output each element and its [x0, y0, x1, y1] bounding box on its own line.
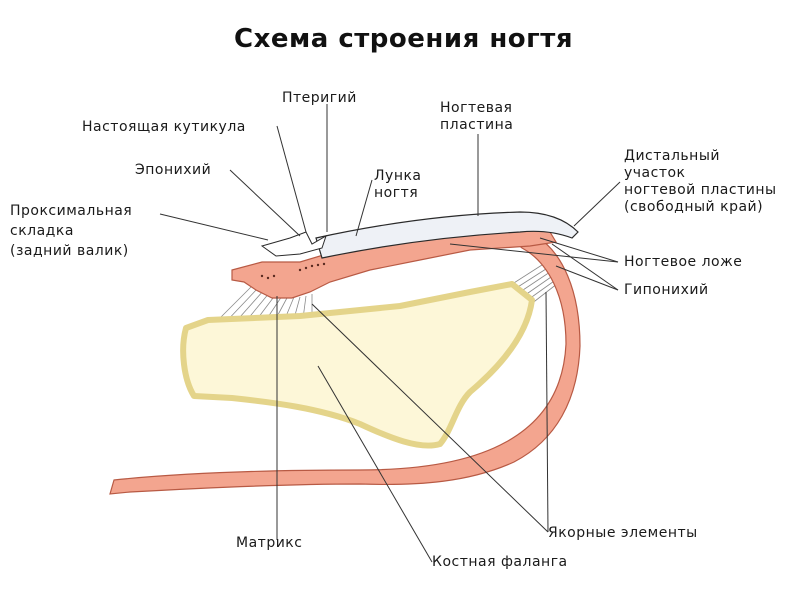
- diagram-title: Схема строения ногтя: [233, 24, 574, 54]
- leader-true-cuticle: [276, 125, 307, 233]
- label-proximal-2: складка: [10, 223, 74, 239]
- label-distal-2: участок: [624, 165, 686, 181]
- skin-outline-shape: [109, 235, 581, 495]
- label-nail-plate-2: пластина: [440, 117, 513, 133]
- label-distal-4: (свободный край): [624, 199, 763, 215]
- leader-distal: [573, 181, 621, 227]
- leader-hyponychium-1: [555, 265, 619, 291]
- label-nail-bed: Ногтевое ложе: [624, 254, 742, 270]
- matrix-dots: [260, 262, 326, 280]
- label-matrix: Матрикс: [236, 535, 302, 551]
- label-proximal-3: (задний валик): [10, 243, 129, 259]
- leader-hyponychium-2: [551, 243, 619, 291]
- label-pterygium: Птеригий: [282, 90, 357, 106]
- labels: Птеригий Ногтевая пластина Настоящая кут…: [10, 90, 777, 570]
- label-true-cuticle: Настоящая кутикула: [82, 119, 246, 135]
- nail-plate-shape: [315, 211, 579, 259]
- leader-bone-phalanx: [317, 365, 433, 563]
- label-lunula-2: ногтя: [374, 185, 418, 201]
- bone-phalanx-shape: [180, 281, 535, 449]
- label-distal-1: Дистальный: [624, 148, 720, 164]
- leader-proximal-fold: [159, 213, 269, 241]
- label-distal-3: ногтевой пластины: [624, 182, 777, 198]
- leader-nail-bed-1: [539, 237, 619, 263]
- label-lunula-1: Лунка: [374, 168, 422, 184]
- leader-eponychium: [229, 169, 301, 237]
- leader-lunula: [355, 179, 373, 237]
- label-bone-phalanx: Костная фаланга: [432, 554, 568, 570]
- label-nail-plate-1: Ногтевая: [440, 100, 512, 116]
- leader-anchor-1: [545, 291, 549, 533]
- label-eponychium: Эпонихий: [135, 162, 211, 178]
- label-anchor-elements: Якорные элементы: [548, 525, 698, 541]
- label-hyponychium: Гипонихий: [624, 282, 709, 298]
- leader-nail-bed-2: [449, 243, 619, 263]
- leader-anchor-2: [311, 303, 549, 533]
- label-proximal-1: Проксимальная: [10, 203, 132, 219]
- cuticle-shape: [260, 231, 327, 257]
- leader-lines: [159, 104, 621, 563]
